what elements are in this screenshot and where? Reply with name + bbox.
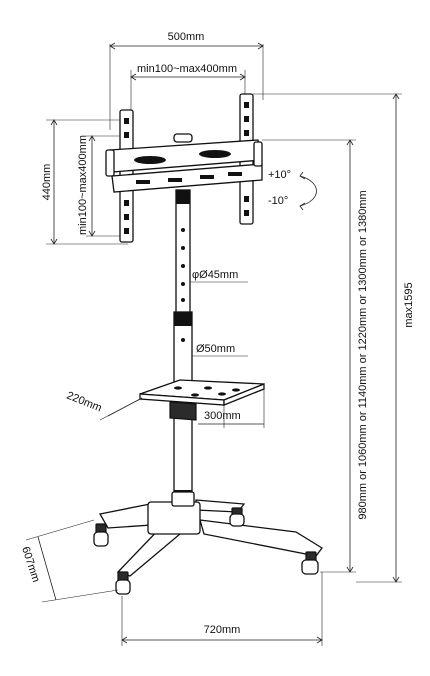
dimension-shelf-width (198, 389, 265, 428)
tilt-up-label: +10° (268, 169, 291, 181)
tilt-arrow-icon (299, 171, 317, 211)
shelf-depth-label: 220mm (65, 390, 104, 415)
dimension-max-height (253, 93, 402, 583)
shelf-width-label: 300mm (204, 410, 241, 422)
dimension-height-options (262, 139, 356, 573)
caster-wheel-icon (93, 507, 319, 595)
dimension-mount-width (109, 42, 264, 130)
base-width-label: 720mm (204, 624, 241, 636)
dimension-shelf-depth (99, 397, 143, 421)
upper-pole-diameter-label: φØ45mm (192, 269, 238, 281)
max-height-label: max1595 (403, 282, 415, 327)
vesa-vertical-label: min100~max400mm (77, 135, 89, 235)
dimension-vesa-horizontal (130, 70, 246, 110)
mount-height-label: 440mm (41, 164, 53, 201)
wheeled-base (98, 491, 323, 577)
height-options-label: 980mm or 1060mm or 1140mm or 1220mm or 1… (357, 190, 369, 519)
lower-pole-diameter-label: Ø50mm (196, 343, 235, 355)
dimension-base-width (121, 572, 323, 646)
tray-shelf (139, 379, 265, 421)
dimension-base-depth (25, 519, 119, 603)
dimension-mount-height (46, 119, 128, 245)
vesa-horizontal-label: min100~max400mm (137, 63, 237, 75)
upper-pole (175, 189, 191, 319)
tv-mount-bracket (105, 93, 263, 243)
mount-width-label: 500mm (168, 31, 205, 43)
tilt-down-label: -10° (268, 195, 288, 207)
base-depth-label: 607mm (19, 545, 42, 584)
